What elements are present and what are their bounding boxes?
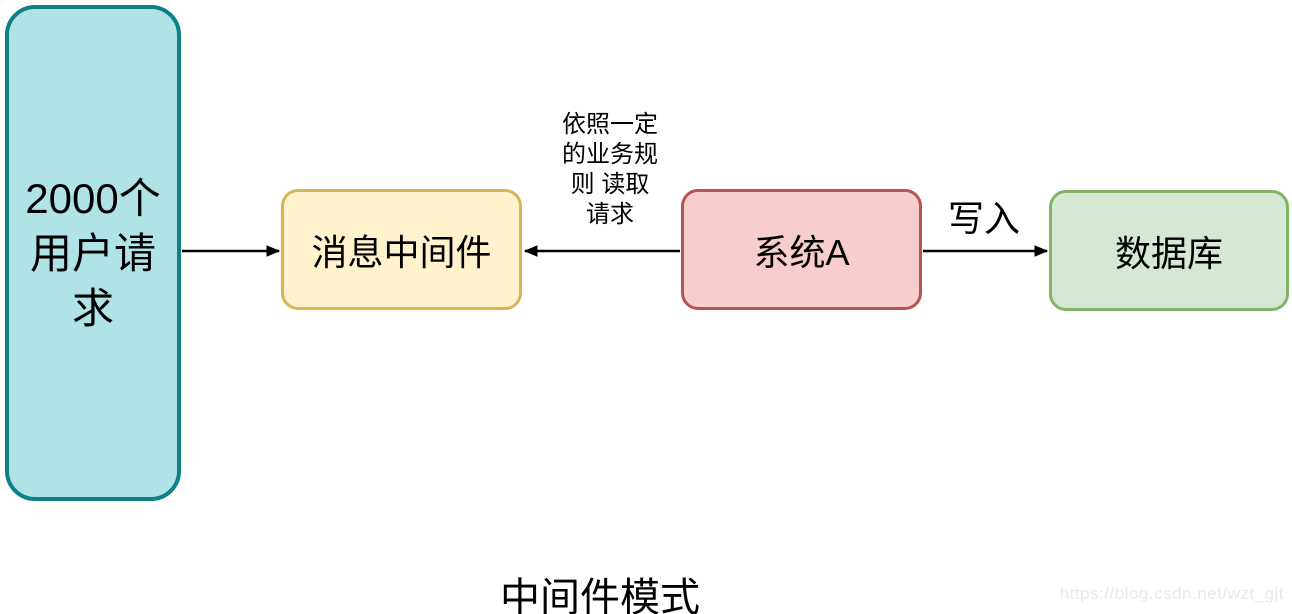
node-database: 数据库 (1049, 190, 1289, 311)
edge-label-read-rules-line3: 则 读取 (570, 171, 650, 198)
node-user-requests-label: 2000个 用户请 求 (25, 171, 160, 336)
watermark-url: https://blog.csdn.net/wzt_gjt (1059, 584, 1284, 603)
node-database-label: 数据库 (1114, 232, 1223, 274)
node-user-requests-line2: 用户请 (29, 229, 156, 277)
node-system-a: 系统A (681, 189, 922, 310)
edge-label-read-rules-line1: 依照一定 (562, 111, 658, 138)
node-system-a-label: 系统A (753, 231, 850, 273)
diagram-title: 中间件模式 (500, 576, 700, 614)
node-message-middleware-label: 消息中间件 (311, 231, 492, 273)
edge-label-read-rules-line2: 的业务规 (562, 141, 658, 168)
node-user-requests-line3: 求 (71, 284, 114, 332)
node-message-middleware: 消息中间件 (281, 189, 522, 310)
edge-label-write: 写入 (947, 198, 1020, 239)
edge-label-read-rules-line4: 请求 (586, 201, 634, 228)
node-user-requests: 2000个 用户请 求 (5, 5, 181, 501)
node-user-requests-line1: 2000个 (25, 174, 161, 222)
edge-label-read-rules: 依照一定 的业务规 则 读取 请求 (525, 110, 695, 230)
